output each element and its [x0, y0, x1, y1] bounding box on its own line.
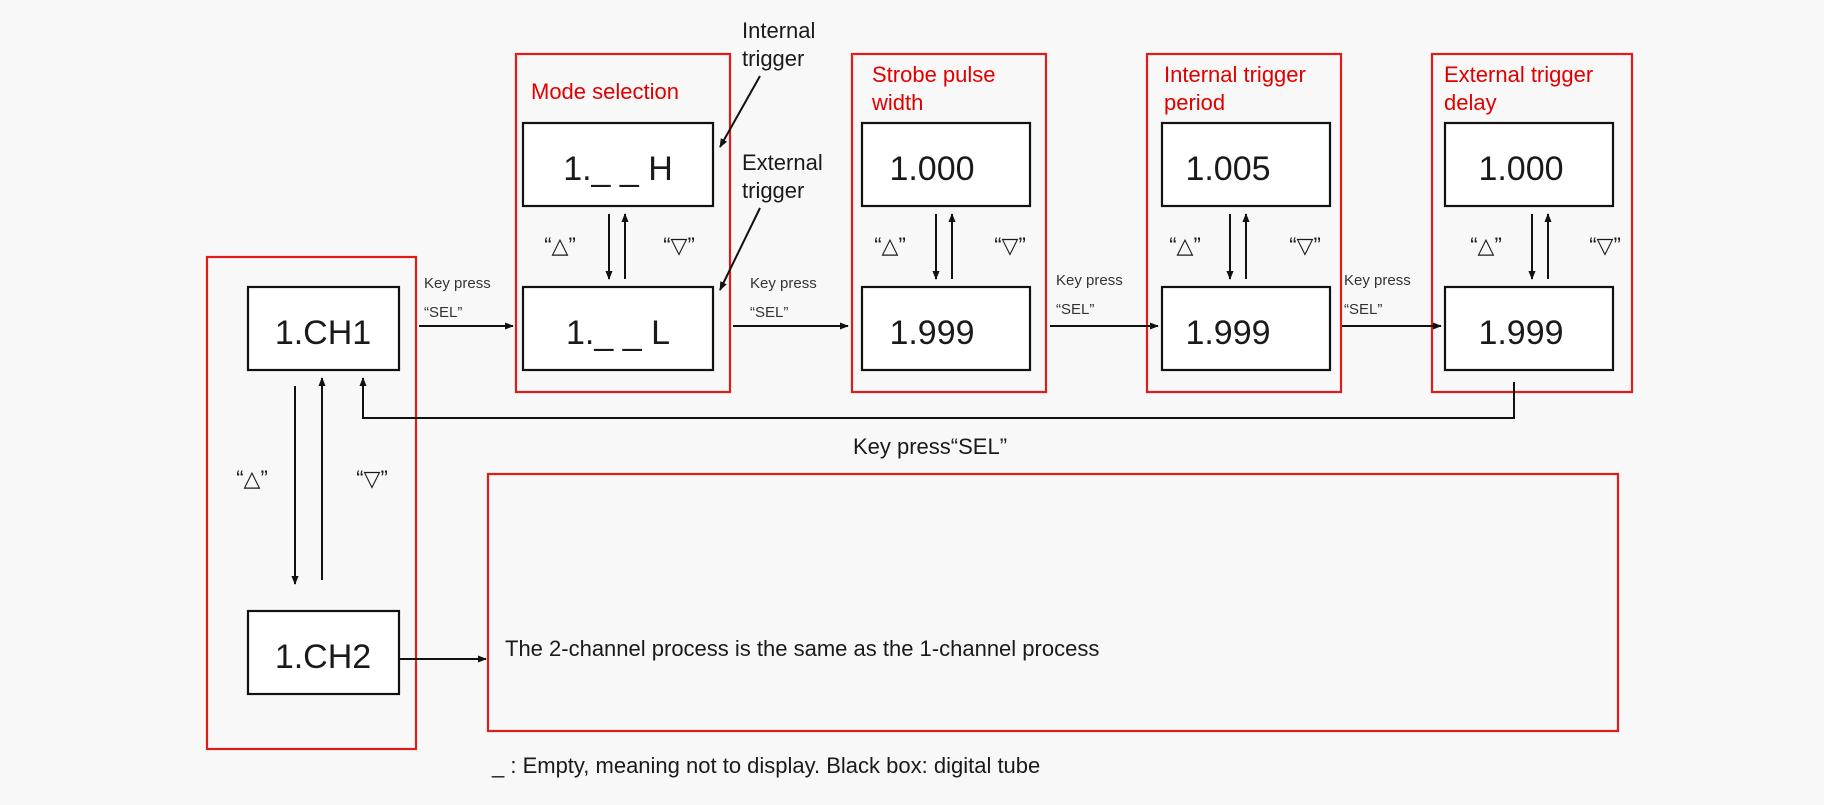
internal-up-key-label: “△” [1169, 233, 1201, 258]
legend-footnote: _ : Empty, meaning not to display. Black… [491, 753, 1040, 778]
tube-internal-bottom [1160, 285, 1332, 372]
return-sel-label: Key press“SEL” [853, 434, 1007, 459]
strobe-pulse-width-title-line1: Strobe pulse [872, 62, 996, 87]
sel-label-3-line2: “SEL” [1056, 301, 1094, 318]
tube-ch1 [246, 285, 401, 372]
external-trigger-delay-title-line1: External trigger [1444, 62, 1593, 87]
sel-label-4-line2: “SEL” [1344, 301, 1382, 318]
strobe-pulse-width-frame [850, 52, 1048, 394]
annotation-internal-trigger-line2: trigger [742, 46, 804, 71]
tube-strobe-top [860, 121, 1032, 208]
ch-down-key-label: “▽” [356, 466, 388, 491]
internal-trigger-period-title-line1: Internal trigger [1164, 62, 1306, 87]
pointer-internal-trigger [719, 75, 761, 148]
tube-external-bottom-text: 1.999 [1478, 314, 1563, 352]
tube-external-bottom [1443, 285, 1615, 372]
tube-internal-bottom-text: 1.999 [1185, 314, 1270, 352]
mode-up-key-label: “△” [544, 233, 576, 258]
annotation-internal-trigger-line1: Internal [742, 18, 815, 43]
tube-mode-l-text: 1._ _ L [566, 314, 670, 352]
tube-mode-h [521, 121, 715, 208]
strobe-pulse-width-title-line2: width [871, 90, 923, 115]
tube-strobe-bottom [860, 285, 1032, 372]
ch-up-key-label: “△” [236, 466, 268, 491]
tube-internal-top [1160, 121, 1332, 208]
tube-strobe-bottom-text: 1.999 [889, 314, 974, 352]
strobe-down-key-label: “▽” [994, 233, 1026, 258]
tube-external-top [1443, 121, 1615, 208]
sel-label-3-line1: Key press [1056, 272, 1123, 289]
external-trigger-delay-frame [1430, 52, 1634, 394]
external-up-key-label: “△” [1470, 233, 1502, 258]
tube-mode-h-text: 1._ _ H [563, 150, 673, 188]
annotation-external-trigger-line2: trigger [742, 178, 804, 203]
tube-mode-l [521, 285, 715, 372]
sel-label-2-line1: Key press [750, 275, 817, 292]
internal-trigger-period-title-line2: period [1164, 90, 1225, 115]
mode-selection-frame [514, 52, 732, 394]
tube-ch2-text: 1.CH2 [275, 638, 371, 676]
two-channel-note-text: The 2-channel process is the same as the… [505, 636, 1099, 661]
tube-strobe-top-text: 1.000 [889, 150, 974, 188]
sel-label-1-line1: Key press [424, 275, 491, 292]
pointer-external-trigger [719, 207, 761, 291]
annotation-external-trigger-line1: External [742, 150, 823, 175]
two-channel-note-box [486, 472, 1620, 733]
internal-trigger-period-frame [1145, 52, 1343, 394]
strobe-up-key-label: “△” [874, 233, 906, 258]
sel-label-1-line2: “SEL” [424, 304, 462, 321]
arrow-sel-return-to-ch1 [359, 377, 1515, 419]
sel-label-4-line1: Key press [1344, 272, 1411, 289]
mode-selection-title: Mode selection [531, 79, 679, 104]
internal-down-key-label: “▽” [1289, 233, 1321, 258]
tube-ch2 [246, 609, 401, 696]
mode-down-key-label: “▽” [663, 233, 695, 258]
tube-ch1-text: 1.CH1 [275, 314, 371, 352]
channel-group-frame [205, 255, 418, 751]
tube-external-top-text: 1.000 [1478, 150, 1563, 188]
tube-internal-top-text: 1.005 [1185, 150, 1270, 188]
external-down-key-label: “▽” [1589, 233, 1621, 258]
external-trigger-delay-title-line2: delay [1444, 90, 1497, 115]
sel-label-2-line2: “SEL” [750, 304, 788, 321]
